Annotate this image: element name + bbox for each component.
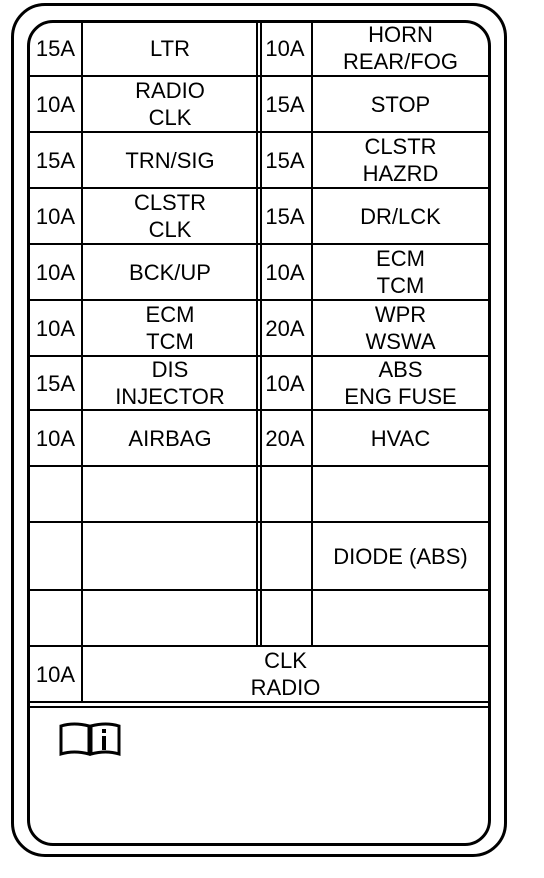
column-divider	[81, 20, 83, 646]
fuse-right-label: HORN REAR/FOG	[343, 22, 458, 74]
fuse-left-label: CLSTR CLK	[133, 190, 207, 242]
fuse-left-label	[82, 522, 258, 590]
row-divider	[29, 187, 489, 189]
fuse-left-amp: 10A	[35, 259, 76, 285]
fuse-left-label	[82, 590, 258, 646]
fuse-left-amp	[29, 522, 82, 590]
fuse-right-label: ECM TCM	[376, 246, 425, 298]
column-divider	[256, 20, 258, 646]
fuse-right-label: DIODE (ABS)	[333, 543, 468, 569]
row-divider	[29, 299, 489, 301]
fuse-right-label: STOP	[370, 91, 431, 117]
fuse-left-label: AIRBAG	[128, 425, 212, 451]
fuse-right-label: CLSTR HAZRD	[362, 134, 439, 186]
fuse-right-amp: 20A	[265, 315, 305, 341]
fuse-left-label: TRN/SIG	[125, 147, 215, 173]
fuse-left-amp	[29, 466, 82, 522]
fuse-right-label: ABS ENG FUSE	[344, 357, 457, 409]
fuse-left-label: ECM TCM	[145, 302, 195, 354]
row-divider	[29, 355, 489, 357]
row-divider	[29, 409, 489, 411]
fuse-right-amp: 10A	[265, 370, 305, 396]
fuse-right-label: DR/LCK	[360, 203, 441, 229]
fuse-right-amp: 10A	[265, 35, 305, 61]
fuse-right-amp: 20A	[265, 425, 305, 451]
row-divider	[29, 521, 489, 523]
fuse-left-label: LTR	[150, 35, 190, 61]
row-divider	[29, 75, 489, 77]
row-divider	[29, 243, 489, 245]
row-divider	[29, 465, 489, 467]
row-divider	[29, 589, 489, 591]
fuse-left-amp: 10A	[35, 315, 76, 341]
fuse-right-amp: 15A	[265, 203, 305, 229]
column-divider	[311, 20, 313, 646]
bottom-divider	[29, 701, 489, 703]
fuse-left-amp: 15A	[35, 147, 76, 173]
fuse-right-amp: 10A	[265, 259, 305, 285]
column-divider	[260, 20, 262, 646]
fuse-right-amp: 15A	[265, 147, 305, 173]
row-divider	[29, 131, 489, 133]
fuse-right-amp: 15A	[265, 91, 305, 117]
fuse-left-amp: 10A	[35, 425, 76, 451]
fuse-right-label	[312, 466, 489, 522]
fuse-panel-inner-frame	[27, 20, 491, 846]
fuse-left-label: DIS INJECTOR	[115, 357, 225, 409]
owner-manual-info-icon	[59, 722, 121, 757]
row-divider	[29, 645, 489, 647]
fuse-right-amp	[258, 590, 312, 646]
fuse-left-amp: 10A	[35, 203, 76, 229]
column-divider	[81, 646, 83, 702]
bottom-divider	[29, 706, 489, 708]
fuse-left-label: RADIO CLK	[135, 78, 205, 130]
fuse-bottom-label: CLK RADIO	[250, 648, 321, 700]
fuse-left-amp: 10A	[35, 91, 76, 117]
fuse-left-amp: 15A	[35, 370, 76, 396]
fuse-right-amp	[258, 522, 312, 590]
fuse-right-amp	[258, 466, 312, 522]
fuse-right-label	[312, 590, 489, 646]
fuse-left-label: BCK/UP	[129, 259, 211, 285]
fuse-left-amp: 15A	[35, 35, 76, 61]
fuse-left-label	[82, 466, 258, 522]
fuse-left-amp	[29, 590, 82, 646]
fuse-right-label: WPR WSWA	[365, 302, 436, 354]
fuse-right-label: HVAC	[370, 425, 431, 451]
fuse-panel-outer-frame	[11, 3, 507, 857]
fuse-bottom-amp: 10A	[35, 661, 76, 687]
